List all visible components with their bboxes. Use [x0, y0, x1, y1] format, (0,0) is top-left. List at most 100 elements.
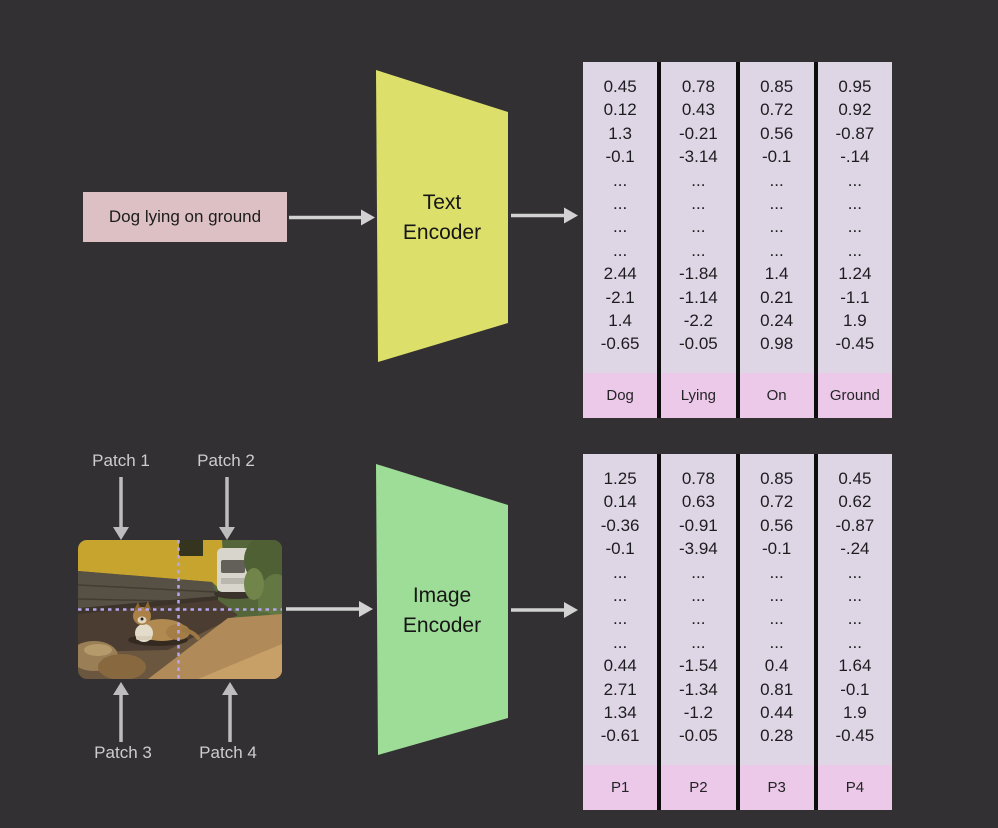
vector-value: ... — [691, 609, 706, 629]
vector-value: 0.44 — [603, 656, 637, 676]
vector-value: 0.28 — [760, 726, 794, 746]
arrow-patch3 — [113, 682, 129, 742]
image-encoder-shape — [376, 464, 508, 755]
vector-value: 1.24 — [838, 264, 872, 284]
vector-value: 0.56 — [760, 515, 794, 535]
dog — [128, 601, 200, 646]
vector-value: 2.71 — [603, 679, 637, 699]
vector-value: ... — [691, 217, 706, 237]
vector-value: 0.44 — [760, 703, 794, 723]
patch-2-label: Patch 2 — [197, 451, 255, 470]
vector-label: Dog — [583, 373, 658, 418]
vector-value: -1.84 — [679, 264, 718, 284]
vector-value: -3.94 — [679, 539, 718, 559]
vector-value: -0.87 — [835, 123, 875, 143]
vector-value: 0.78 — [681, 77, 715, 96]
vector-value: -1.54 — [679, 656, 718, 676]
vector-value: ... — [691, 170, 706, 190]
vector-value: ... — [691, 562, 706, 582]
vector-value: 0.24 — [760, 311, 794, 331]
vector-value: 0.4 — [764, 656, 789, 676]
vector-value: ... — [847, 586, 862, 606]
vector-value: -0.21 — [679, 123, 718, 143]
vector-value: 0.92 — [838, 100, 872, 120]
vector-value: 0.43 — [681, 100, 715, 120]
vector-value: -0.05 — [679, 726, 718, 746]
patch-4-label: Patch 4 — [199, 743, 257, 762]
vector-value: 1.64 — [838, 656, 872, 676]
vector-label: P4 — [817, 765, 892, 810]
image-encoder-label-line1: Image — [412, 584, 472, 607]
vector-value: -0.45 — [835, 334, 875, 354]
arrow-patch1 — [113, 477, 129, 540]
vector-value: ... — [613, 170, 628, 190]
vector-value: 1.4 — [608, 311, 632, 331]
vector-value: ... — [769, 194, 784, 214]
text-input-box: Dog lying on ground — [83, 192, 287, 242]
arrow-photo-to-image-encoder — [286, 601, 373, 617]
vector-value: ... — [769, 609, 784, 629]
vector-value: ... — [691, 240, 706, 260]
vector-value: -0.1 — [605, 539, 635, 559]
vector-value: 0.85 — [760, 469, 794, 488]
vector-value: ... — [613, 217, 628, 237]
vector-value: 0.98 — [760, 334, 794, 354]
vector-value: -0.36 — [600, 515, 640, 535]
arrow-textbox-to-text-encoder — [289, 209, 375, 226]
vector-value: ... — [613, 194, 628, 214]
arrow-patch2 — [219, 477, 235, 540]
vector-value: ... — [769, 632, 784, 652]
vector-value: 0.45 — [603, 77, 637, 96]
vector-value: -0.1 — [605, 147, 635, 167]
vector-value: -2.2 — [683, 311, 714, 331]
arrow-patch4 — [222, 682, 238, 742]
vector-value: ... — [613, 240, 628, 260]
vector-label: On — [739, 373, 814, 418]
vector-label: Lying — [661, 373, 736, 418]
vector-value: -3.14 — [679, 147, 718, 167]
window — [179, 540, 203, 556]
rocks — [78, 641, 146, 679]
patch-3-label: Patch 3 — [94, 743, 152, 762]
vector-value: ... — [613, 562, 628, 582]
vector-value: ... — [769, 240, 784, 260]
vector-value: -1.2 — [683, 703, 714, 723]
vector-value: -.14 — [840, 147, 870, 167]
vector-value: -1.34 — [679, 679, 718, 699]
vector-value: ... — [613, 632, 628, 652]
vector-value: -2.1 — [605, 287, 635, 307]
vector-value: 0.62 — [838, 492, 872, 512]
vector-value: -1.1 — [840, 287, 870, 307]
vector-value: ... — [769, 217, 784, 237]
vector-value: ... — [769, 170, 784, 190]
vector-value: 1.9 — [843, 311, 867, 331]
patch-1-label: Patch 1 — [92, 451, 150, 470]
vector-value: ... — [613, 586, 628, 606]
vector-label: P1 — [583, 765, 658, 810]
vector-value: -.24 — [840, 539, 870, 559]
arrow-text-encoder-to-embeddings — [511, 207, 578, 224]
vector-value: 0.72 — [760, 492, 794, 512]
vector-label: P2 — [661, 765, 736, 810]
vector-value: ... — [691, 632, 706, 652]
vector-value: ... — [613, 609, 628, 629]
vector-value: ... — [847, 194, 862, 214]
vector-value: ... — [847, 217, 862, 237]
text-encoder-shape — [376, 70, 508, 362]
patch-grid-lines — [78, 540, 282, 679]
vector-value: ... — [769, 562, 784, 582]
vector-value: 0.12 — [603, 100, 637, 120]
image-encoder-label: Image Encoder — [377, 581, 507, 641]
vector-value: ... — [847, 170, 862, 190]
vector-value: -0.1 — [761, 147, 792, 167]
vector-label: Ground — [817, 373, 892, 418]
